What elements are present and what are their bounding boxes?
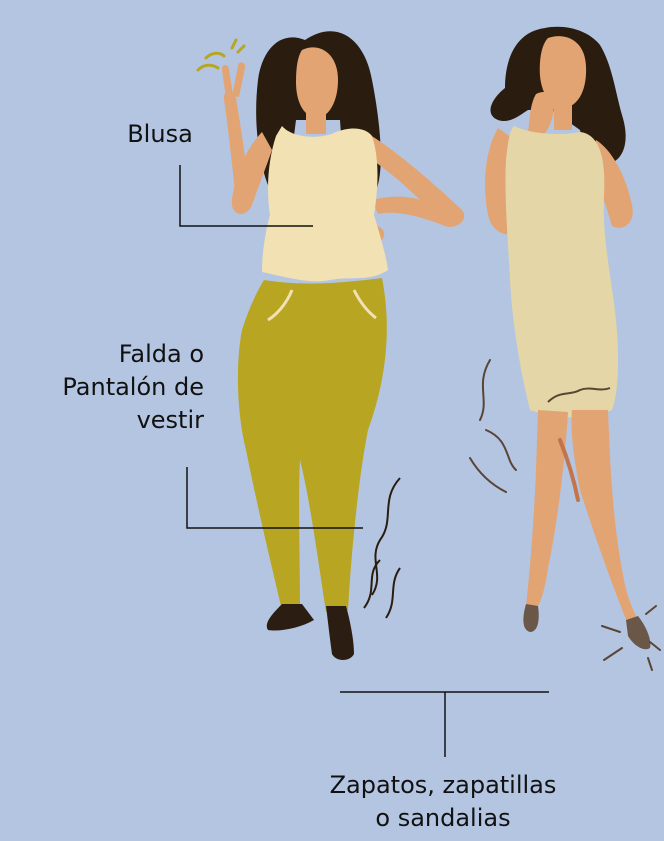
label-blusa: Blusa [127,120,193,148]
right-heel-1 [523,604,539,632]
pocket-right [352,289,377,320]
left-figure [196,31,465,660]
right-hip-arm [365,135,465,227]
right-arm-back [485,128,547,235]
wavy-lines-left [363,477,401,619]
pocket-left [267,289,294,322]
hand-chin [528,91,555,138]
right-figure [469,26,661,671]
motion-lines [469,359,517,493]
left-forearm [223,91,250,200]
left-face [296,47,338,119]
zapatos-callout-line [340,691,549,757]
right-heel-2 [626,616,651,650]
label-zapatos: Zapatos, zapatillas o sandalias [280,769,606,835]
right-leg-1 [526,410,568,612]
blusa-callout-line [179,165,313,227]
left-shoe-1 [266,604,314,631]
dress [505,126,619,418]
label-falda-line2: Pantalón de [62,373,204,401]
knee-line [558,438,580,502]
sparkle-marks-right [601,605,661,671]
falda-callout-line [186,467,363,529]
dress-hem-mark [547,387,611,403]
label-falda-line3: vestir [136,406,204,434]
left-neck [306,112,326,134]
label-zapatos-line1: Zapatos, zapatillas [329,771,557,799]
label-falda-pantalon: Falda o Pantalón de vestir [0,338,204,437]
label-falda-line1: Falda o [118,340,204,368]
right-neck [554,104,572,130]
label-zapatos-line2: o sandalias [375,804,511,832]
left-shoe-2 [326,606,354,660]
sparkle-marks [196,38,246,72]
right-face [539,36,587,108]
peace-fingers [221,62,246,98]
left-blouse [262,126,388,282]
right-leg-2 [571,410,638,624]
